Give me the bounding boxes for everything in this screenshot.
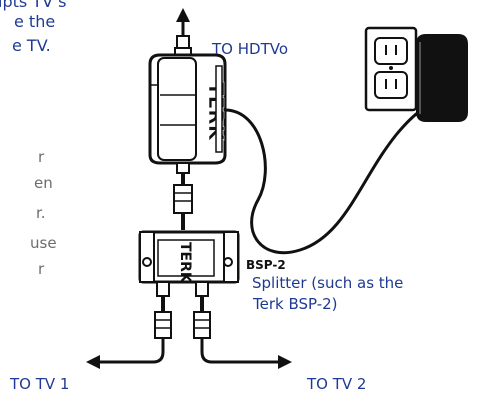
splitter-unit: TERK [138,230,240,297]
to-tv2-label: TO TV 2 [307,375,367,393]
to-tv2-cable [200,338,278,364]
splitter-terk-logo: TERK [177,242,193,284]
to-tv2-arrowhead [278,355,292,369]
cropped-text-line-1: ipts TV s [0,0,67,11]
power-cord [224,104,429,255]
output-connector-left [154,296,172,339]
to-tv1-label: TO TV 1 [10,375,70,393]
cropped-text-line-8: r [38,260,45,278]
wall-outlet [364,26,418,112]
splitter-caption-line2: Terk BSP-2) [253,295,338,313]
to-tv1-cable [100,338,165,364]
amplifier-unit: TERK [148,53,228,165]
splitter-caption-line1: Splitter (such as the [252,274,404,292]
to-tv1-arrowhead [86,355,100,369]
cropped-text-line-3: e TV. [12,36,51,55]
cropped-text-line-7: use [30,234,57,252]
cropped-text-line-2: e the [14,12,56,31]
cropped-text-line-6: r. [36,204,46,222]
to-hdtv-arrow [174,8,192,57]
amplifier-output-connector [173,162,193,230]
to-hdtv-label: TO HDTVo [212,40,289,58]
cropped-text-line-5: en [34,174,53,192]
power-adapter [416,34,468,122]
output-connector-right [193,296,211,339]
bsp2-label: BSP-2 [246,258,286,272]
cropped-text-line-4: r [38,148,45,166]
